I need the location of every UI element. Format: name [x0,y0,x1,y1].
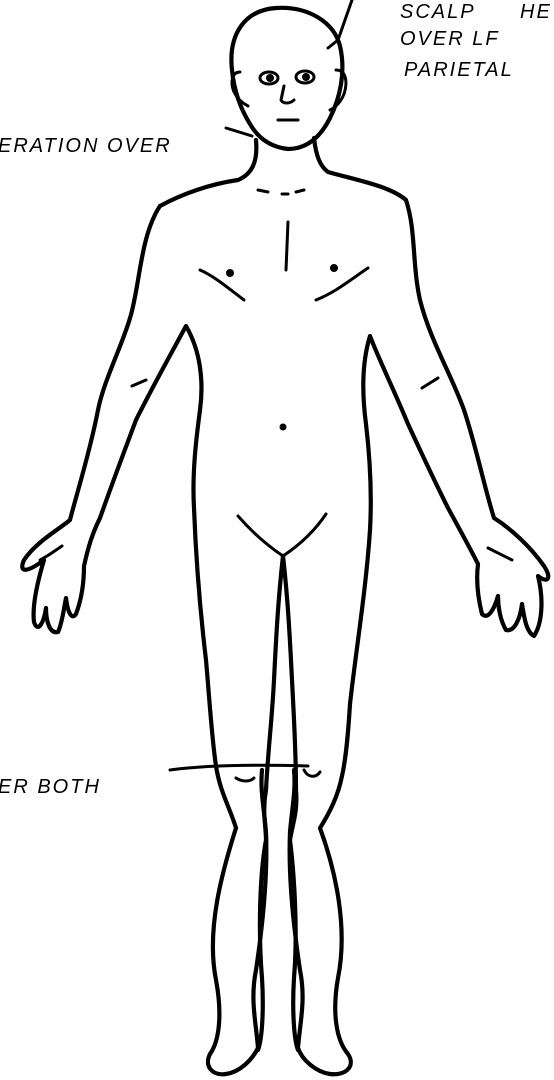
left-body-outline [22,140,266,1074]
scalp-annotation-line2: OVER LF [400,28,500,50]
scalp-annotation-line1: SCALP [400,1,476,23]
sternum-line [286,222,288,270]
groin-line [238,514,326,556]
nose [281,86,294,103]
left-pectoral [200,270,244,300]
right-pectoral [316,268,368,300]
right-palm-crease [488,548,512,560]
knee-leader-line [170,765,308,770]
neck-annotation: ERATION OVER [0,135,172,157]
right-elbow-mark [422,378,438,388]
right-pupil [302,73,310,81]
left-elbow-mark [132,380,146,386]
inner-right-leg [283,556,298,1050]
right-ear [330,70,346,110]
left-knee-mark [236,778,254,781]
right-nipple [330,264,338,272]
left-ear [232,72,248,106]
left-pupil [266,74,274,82]
left-palm-crease [40,546,62,560]
navel [280,424,287,431]
knee-annotation: ER BOTH [0,776,101,798]
left-nipple [226,269,234,277]
head-outline [231,8,342,149]
scalp-annotation-fragment: HE [520,1,552,23]
neck-leader-line [226,128,252,136]
clavicle-marks [258,190,304,194]
right-knee-mark [304,770,320,776]
scalp-annotation-line3: PARIETAL [404,59,514,81]
right-body-outline [290,138,549,1074]
